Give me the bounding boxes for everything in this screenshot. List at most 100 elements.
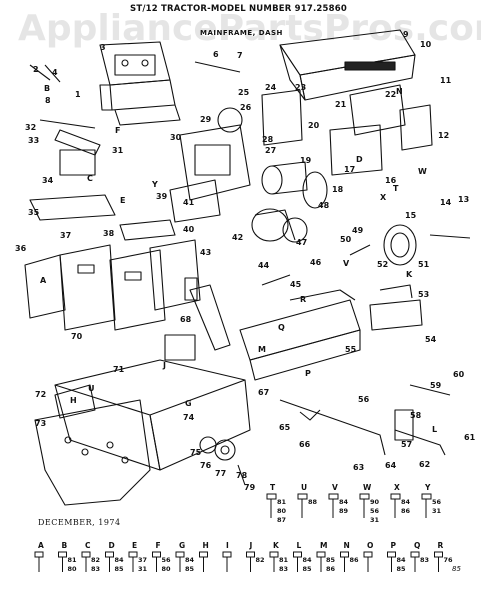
- hardware-key-upper-part-Y-56: 56: [432, 498, 442, 506]
- part-callout-37: 37: [60, 231, 71, 240]
- part-callout-1: 1: [75, 90, 81, 99]
- letter-callout-Y: Y: [151, 180, 158, 189]
- hardware-key-letter-D: D: [109, 541, 115, 550]
- hardware-key-letter-F: F: [156, 541, 161, 550]
- hardware-key-letter-H: H: [203, 541, 209, 550]
- part-callout-52: 52: [377, 260, 388, 269]
- hood-part: [279, 29, 416, 101]
- main-frame-part: [239, 289, 361, 381]
- part-callout-38: 38: [103, 229, 115, 238]
- part-callout-62: 62: [419, 460, 430, 469]
- part-callout-4: 4: [52, 68, 58, 77]
- part-callout-35: 35: [28, 208, 40, 217]
- bolt-icon: [128, 551, 138, 558]
- hardware-key-upper-glyphs: [266, 493, 432, 518]
- hardware-key-part-R-76: 76: [444, 556, 454, 564]
- letter-callout-C: C: [87, 174, 93, 183]
- rod-part: [29, 119, 116, 221]
- part-callout-57: 57: [401, 440, 412, 449]
- letter-callout-N: N: [396, 87, 403, 96]
- hardware-key-letter-J: J: [249, 541, 253, 550]
- hardware-key-upper-letter-W: W: [363, 483, 372, 492]
- letter-callout-Q: Q: [278, 323, 285, 332]
- part-callout-42: 42: [232, 233, 243, 242]
- part-callout-9: 9: [403, 30, 409, 39]
- part-callout-55: 55: [345, 345, 357, 354]
- part-callout-70: 70: [71, 332, 83, 341]
- part-callout-47: 47: [296, 238, 307, 247]
- hardware-key-letter-N: N: [344, 541, 350, 550]
- part-callout-56: 56: [358, 395, 370, 404]
- part-callout-28: 28: [262, 135, 274, 144]
- pulley-assembly-part: [199, 436, 246, 486]
- hardware-key-letter-K: K: [273, 541, 280, 550]
- part-callout-49: 49: [352, 226, 364, 235]
- part-callout-19: 19: [300, 156, 312, 165]
- part-callout-36: 36: [15, 244, 27, 253]
- hardware-key-part-B-81: 81: [68, 556, 78, 564]
- hardware-key-letter-C: C: [85, 541, 91, 550]
- part-callout-15: 15: [405, 211, 417, 220]
- part-callout-17: 17: [344, 165, 355, 174]
- part-callout-22: 22: [385, 90, 396, 99]
- bolt-icon: [58, 551, 67, 558]
- hardware-key-part-C-83: 83: [91, 565, 100, 573]
- hardware-key-letter-E: E: [132, 541, 137, 550]
- part-callout-61: 61: [464, 433, 476, 442]
- part-callout-46: 46: [310, 258, 322, 267]
- hardware-key-part-E-31: 31: [138, 565, 148, 573]
- part-callout-16: 16: [385, 176, 397, 185]
- bolt-icon: [199, 551, 208, 558]
- part-callout-29: 29: [200, 115, 212, 124]
- hardware-key-part-B-80: 80: [68, 565, 78, 573]
- fan-shroud-part: [383, 224, 417, 266]
- bolt-icon: [246, 551, 255, 558]
- bolt-icon: [340, 551, 349, 558]
- part-callout-74: 74: [183, 413, 195, 422]
- dash-panel-part: [99, 41, 181, 126]
- floor-pan-part: [54, 334, 251, 471]
- hardware-key-letter-P: P: [391, 541, 397, 550]
- part-callout-44: 44: [258, 261, 270, 270]
- part-callout-54: 54: [425, 335, 437, 344]
- front-panel-part: [34, 399, 151, 506]
- part-callout-18: 18: [332, 185, 344, 194]
- part-callout-75: 75: [190, 448, 202, 457]
- diagram-subtitle: MAINFRAME, DASH: [200, 29, 283, 37]
- part-callout-78: 78: [236, 471, 248, 480]
- hardware-key-part-N-86: 86: [350, 556, 360, 564]
- hardware-key-part-P-84: 84: [397, 556, 407, 564]
- part-callout-24: 24: [265, 83, 277, 92]
- part-callout-41: 41: [183, 198, 195, 207]
- letter-callout-G: G: [185, 399, 192, 408]
- part-callout-50: 50: [340, 235, 352, 244]
- hardware-key-upper-letter-Y: Y: [424, 483, 431, 492]
- part-callout-7: 7: [237, 51, 243, 60]
- hardware-key-upper-part-Y-31: 31: [432, 507, 442, 515]
- letter-callout-W: W: [418, 167, 427, 176]
- letter-callout-X: X: [380, 193, 387, 202]
- part-callout-32: 32: [25, 123, 36, 132]
- bolt-icon: [175, 551, 185, 558]
- hardware-key-letter-B: B: [62, 541, 68, 550]
- hardware-key-part-J-82: 82: [256, 556, 265, 564]
- bolt-icon: [363, 551, 373, 558]
- battery-tray-part: [119, 219, 176, 241]
- hardware-key-letter-A: A: [38, 541, 44, 550]
- hardware-key-part-M-86: 86: [326, 565, 336, 573]
- letter-callout-V: V: [343, 259, 350, 268]
- letter-callout-P: P: [305, 369, 311, 378]
- hardware-key-part-G-84: 84: [185, 556, 195, 564]
- hardware-key-letter-I: I: [226, 541, 229, 550]
- letter-callout-R: R: [300, 295, 306, 304]
- hardware-key-upper-part-W-56: 56: [370, 507, 380, 515]
- hardware-key-letter-M: M: [320, 541, 327, 550]
- part-callout-77: 77: [215, 469, 226, 478]
- part-callout-60: 60: [453, 370, 465, 379]
- hardware-key-upper-letter-T: T: [270, 483, 276, 492]
- diagram-date: DECEMBER, 1974: [38, 518, 121, 527]
- part-callout-40: 40: [183, 225, 195, 234]
